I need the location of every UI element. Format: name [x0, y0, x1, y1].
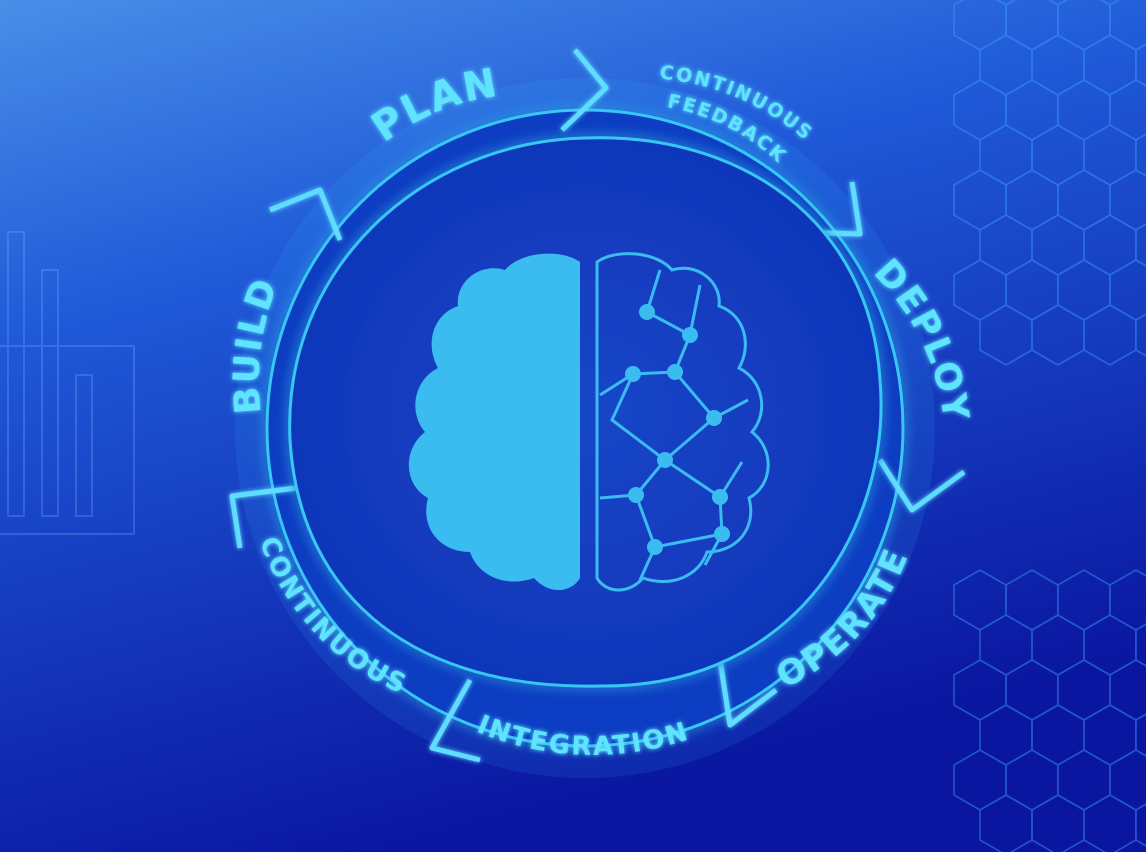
circuit-node — [706, 410, 722, 426]
hexagon-grid-icon — [953, 569, 1146, 852]
brain-left-half-icon — [408, 253, 580, 591]
circuit-node — [712, 489, 728, 505]
segment-arrows — [229, 48, 966, 763]
circuit-node — [639, 304, 655, 320]
bar-chart-icon — [0, 231, 135, 535]
ring-halo — [235, 78, 935, 778]
circuit-node — [667, 364, 683, 380]
brain-right-half-icon — [595, 252, 770, 592]
circuit-node — [625, 366, 641, 382]
circuit-node — [628, 487, 644, 503]
circuit-node — [657, 452, 673, 468]
hexagon-grid-icon — [953, 0, 1146, 366]
circuit-node — [682, 327, 698, 343]
ring-inner-core — [288, 136, 883, 688]
brain-circuit-icon — [408, 252, 770, 592]
circuit-node — [714, 526, 730, 542]
circuit-node — [647, 539, 663, 555]
brain-circuit-nodes — [625, 304, 730, 555]
